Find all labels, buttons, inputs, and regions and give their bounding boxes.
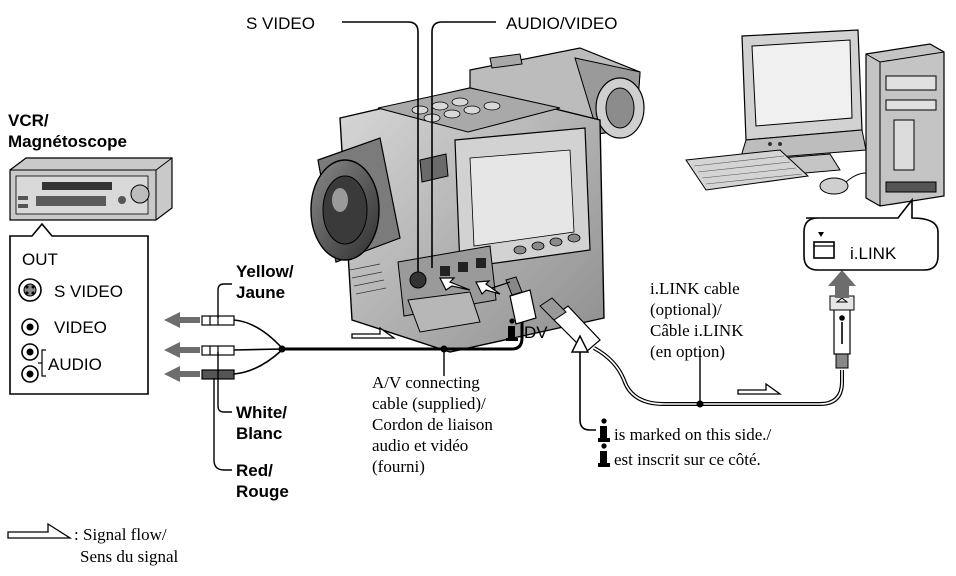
marked-note-line2: est inscrit sur ce côté. (614, 450, 761, 469)
av-cable-line1: A/V connecting (372, 373, 480, 392)
ilink-cable-line4: (en option) (650, 342, 725, 361)
av-cable-line3: Cordon de liaison (372, 415, 493, 434)
audio-jack-icon (21, 343, 46, 383)
out-s-video-label: S VIDEO (54, 282, 123, 301)
legend-line2: Sens du signal (80, 547, 179, 566)
legend-text-1: Signal flow/ (83, 525, 167, 544)
ilink-port-label: i.LINK (850, 244, 897, 263)
yellow-label-line1: Yellow/ (236, 262, 294, 281)
top-leader-lines (342, 21, 496, 272)
signal-flow-arrow-icon (351, 326, 783, 395)
white-label-line2: Blanc (236, 424, 282, 443)
vcr-label-line1: VCR/ (8, 111, 49, 130)
s-video-jack-icon (18, 278, 42, 302)
marked-side-callout (570, 334, 596, 431)
vcr-out-panel (9, 222, 149, 395)
ilink-port-callout (803, 197, 939, 271)
dv-pointer-arrows (439, 277, 501, 296)
output-arrows (164, 312, 200, 382)
pc-input-arrow-icon (828, 270, 856, 298)
out-audio-label: AUDIO (48, 355, 102, 374)
video-jack-icon (21, 318, 39, 336)
out-title: OUT (22, 250, 58, 269)
vcr-illustration (9, 157, 173, 221)
red-label-line1: Red/ (236, 461, 273, 480)
vcr-label-line2: Magnétoscope (8, 132, 127, 151)
camcorder-illustration (310, 47, 645, 353)
legend-line1: : Signal flow/ (74, 525, 167, 544)
legend-arrow-icon (7, 522, 73, 539)
audio-video-label: AUDIO/VIDEO (506, 14, 617, 33)
ilink-cable-line2: (optional)/ (650, 300, 722, 319)
marked-note-line1: is marked on this side./ (614, 425, 772, 444)
color-leader-lines (213, 283, 445, 471)
yellow-label-line2: Jaune (236, 283, 285, 302)
av-cable-line5: (fourni) (372, 457, 425, 476)
ilink-symbol-icon (506, 318, 610, 467)
white-label-line1: White/ (236, 403, 287, 422)
computer-illustration (685, 29, 945, 207)
ilink-cable (539, 295, 855, 408)
dv-label: DV (524, 323, 548, 342)
out-video-label: VIDEO (54, 318, 107, 337)
ilink-cable-line3: Câble i.LINK (650, 321, 744, 340)
ilink-cable-line1: i.LINK cable (650, 279, 740, 298)
red-label-line2: Rouge (236, 482, 289, 501)
av-cable-line2: cable (supplied)/ (372, 394, 486, 413)
av-cable-line4: audio et vidéo (372, 436, 468, 455)
s-video-label: S VIDEO (246, 14, 315, 33)
